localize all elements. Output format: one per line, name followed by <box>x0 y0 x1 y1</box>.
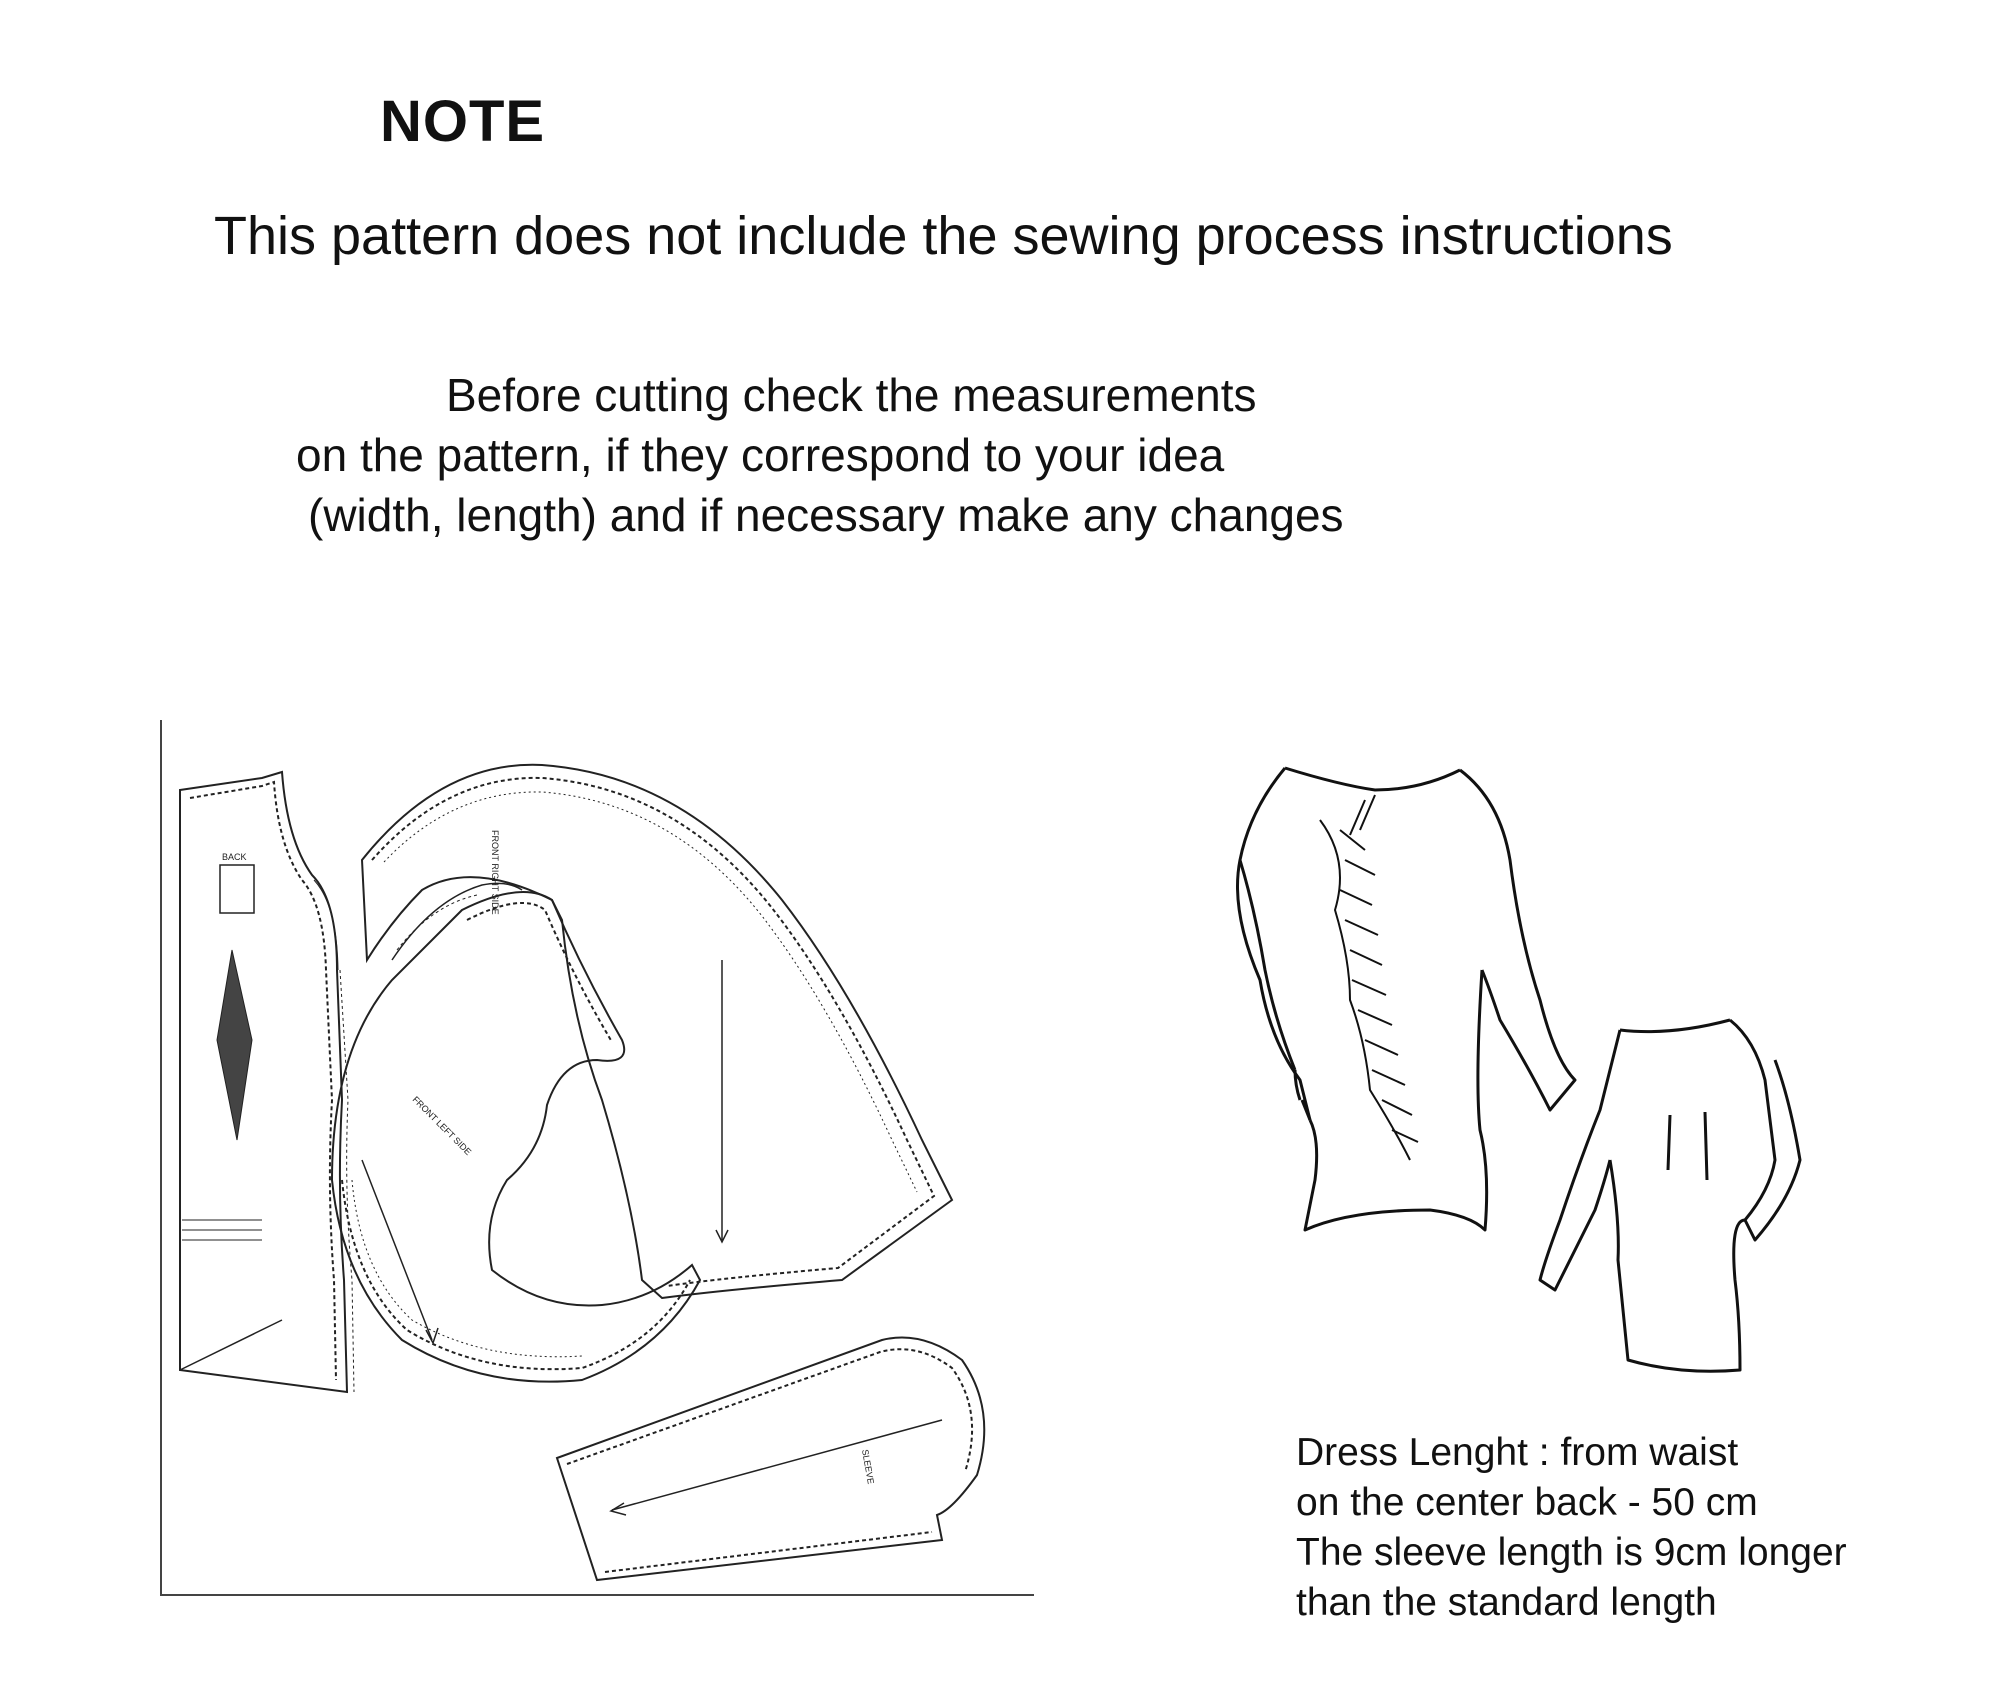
sleeve-piece-label: SLEEVE <box>860 1449 876 1485</box>
back-pattern-piece: BACK <box>179 770 355 1394</box>
back-view-dress <box>1538 1018 1802 1373</box>
note-subtitle: This pattern does not include the sewing… <box>214 206 1673 266</box>
back-piece-label: BACK <box>222 852 247 862</box>
dress-sketch <box>1200 740 1860 1380</box>
front-right-pattern-piece: FRONT RIGHT SIDE <box>360 763 954 1300</box>
front-left-pattern-piece: FRONT LEFT SIDE <box>330 891 702 1383</box>
instruction-line-2: on the pattern, if they correspond to yo… <box>296 429 1225 481</box>
pattern-pieces-illustration: BACK FRONT RIGHT SIDE FRONT LEFT SIDE <box>160 720 1034 1596</box>
instruction-line-3: (width, length) and if necessary make an… <box>308 489 1344 541</box>
front-right-piece-label: FRONT RIGHT SIDE <box>490 830 500 915</box>
sleeve-pattern-piece: SLEEVE <box>555 1336 986 1582</box>
front-view-dress <box>1236 766 1577 1232</box>
dress-note-line-3: The sleeve length is 9cm longer <box>1296 1531 1847 1574</box>
note-title: NOTE <box>380 89 546 154</box>
dress-note-line-1: Dress Lenght : from waist <box>1296 1431 1739 1474</box>
dress-note-line-4: than the standard length <box>1296 1581 1717 1624</box>
dress-notes: Dress Lenght : from waist on the center … <box>1296 1428 1847 1628</box>
dress-note-line-2: on the center back - 50 cm <box>1296 1481 1758 1524</box>
instruction-line-1: Before cutting check the measurements <box>446 369 1257 421</box>
front-left-piece-label: FRONT LEFT SIDE <box>411 1094 474 1157</box>
